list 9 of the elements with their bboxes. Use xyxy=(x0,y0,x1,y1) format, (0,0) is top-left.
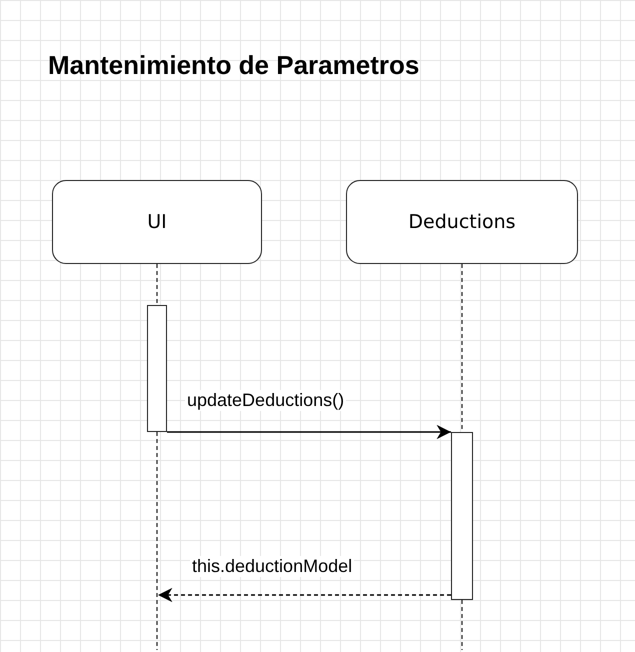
activation-bar xyxy=(451,432,473,600)
edge-label: updateDeductions() xyxy=(185,390,346,411)
message-arrow xyxy=(158,588,451,602)
activation-bar xyxy=(147,305,167,432)
participant-box: Deductions xyxy=(346,180,578,264)
diagram-title: Mantenimiento de Parametros xyxy=(48,50,420,81)
message-arrow xyxy=(167,424,451,440)
edge-label: this.deductionModel xyxy=(190,556,354,577)
participant-box: UI xyxy=(52,180,262,264)
